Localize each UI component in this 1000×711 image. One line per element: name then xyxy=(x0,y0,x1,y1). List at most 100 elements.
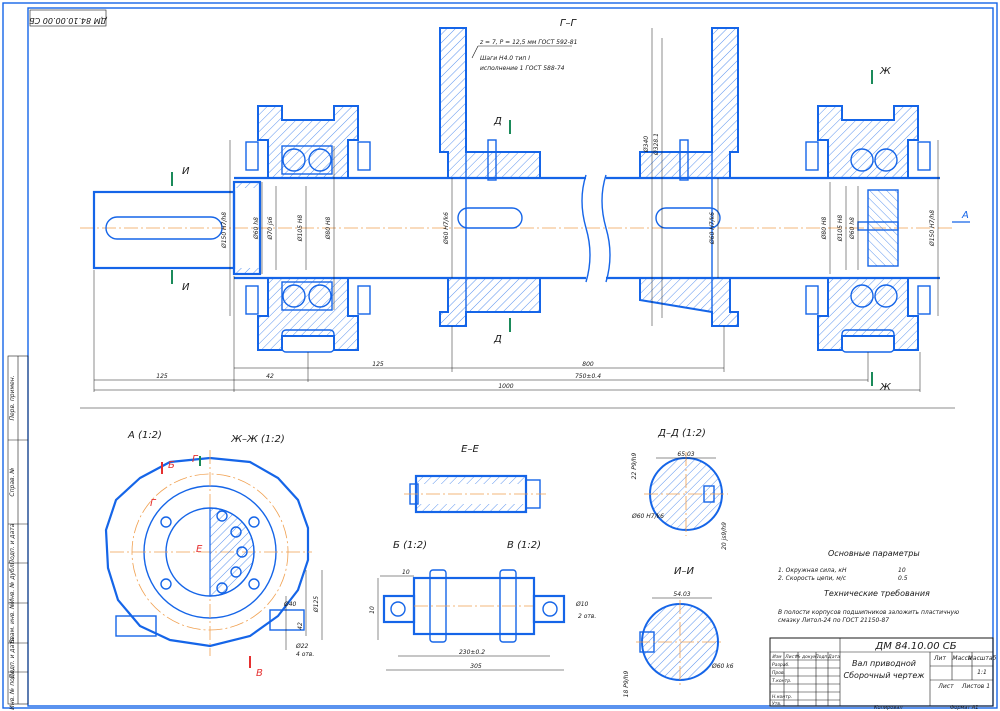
view-dd-title: Д–Д (1:2) xyxy=(657,428,706,439)
keyway-left xyxy=(105,216,223,240)
note-line-2: Шаги Н4.0 тип I xyxy=(480,55,530,62)
view-a-arrow: А xyxy=(961,210,969,221)
spec-p1v: 10 xyxy=(898,567,906,574)
strip-text-4: Инв. № дубл. xyxy=(9,562,16,603)
break-left xyxy=(581,174,591,283)
note-line-3: исполнение 1 ГОСТ 588-74 xyxy=(480,65,565,72)
bv-dim-10a: 10 xyxy=(402,569,410,576)
side-strip: Перв. примен. Справ. № Подп. и дата Инв.… xyxy=(7,355,29,710)
dd-dim-20: 20 js9/h9 xyxy=(721,522,728,550)
tb-col-lit: Лит xyxy=(933,655,946,662)
tb-row-sign: Подп. xyxy=(815,654,829,660)
right-sprocket xyxy=(639,27,739,327)
dim-d-inner: Ø70 js6 xyxy=(267,216,274,240)
cut-zh-top: Ж xyxy=(879,66,892,77)
tb-col-scale: Масштаб xyxy=(968,655,997,662)
main-section-view: Г–Г xyxy=(80,18,970,393)
view-ee-title: Е–Е xyxy=(461,444,479,455)
ii-dim-54: 54.03 xyxy=(673,591,690,598)
tb-prov: Пров. xyxy=(772,670,785,676)
a-dim-125: Ø125 xyxy=(313,596,320,613)
dim-d-right: Ø150 H7/h8 xyxy=(929,210,936,247)
strip-text-2: Справ. № xyxy=(9,467,16,496)
strip-text-1: Перв. примен. xyxy=(9,375,16,420)
dim-d-flange2: Ø328.1 xyxy=(653,133,660,156)
cut-zh-bottom: Ж xyxy=(879,382,892,393)
tb-row-izm: Изм xyxy=(772,654,782,660)
cut-i-top: И xyxy=(182,166,190,177)
tb-razrab: Разраб. xyxy=(772,662,790,668)
dim-len-125: 125 xyxy=(156,373,168,380)
right-housing-top xyxy=(805,105,931,179)
view-ee: Е–Е xyxy=(404,444,546,514)
inner-frame xyxy=(27,7,994,707)
title-block: ДМ 84.10.00 СБ Вал приводной Сборочный ч… xyxy=(769,637,997,707)
cut-d-top: Д xyxy=(493,116,502,127)
view-b-title: Б (1:2) xyxy=(393,540,427,551)
tb-name-2: Сборочный чертеж xyxy=(844,671,926,680)
dd-dim-22: 22 P9/h9 xyxy=(631,453,638,480)
view-v-title: В (1:2) xyxy=(507,540,541,551)
strip-text-3: Подп. и дата xyxy=(9,523,16,564)
a-dim-4holes: 4 отв. xyxy=(296,651,314,658)
dim-d-right-c: Ø60 h8 xyxy=(849,217,856,240)
tb-row-date: Дата xyxy=(827,654,840,660)
ii-dim-60: Ø60 k6 xyxy=(711,663,734,670)
a-dim-40: Ø40 xyxy=(283,601,297,608)
mark-e: Е xyxy=(196,544,203,555)
view-a-title: А (1:2) xyxy=(127,430,162,441)
right-housing-bottom xyxy=(805,277,931,353)
tb-scale: 1:1 xyxy=(977,669,987,676)
dd-dim-60: Ø60 H7/k6 xyxy=(631,513,664,520)
dd-dim-65: 65.03 xyxy=(677,451,694,458)
dim-len-42: 42 xyxy=(266,373,274,380)
bv-dim-d10: Ø10 xyxy=(575,601,589,608)
bv-dim-10b: 10 xyxy=(369,606,376,614)
footer-copy: Копировал xyxy=(874,705,903,711)
mark-v: В xyxy=(256,668,263,679)
left-housing-top xyxy=(245,105,371,179)
tb-utv: Утв. xyxy=(772,701,781,707)
footer-format: Формат А1 xyxy=(950,705,978,711)
a-dim-22: Ø22 xyxy=(295,643,309,650)
tt-line-1: В полости корпусов подшипников заложить … xyxy=(778,609,959,616)
tb-code: ДМ 84.10.00 СБ xyxy=(874,641,956,652)
left-sprocket xyxy=(439,27,541,327)
dim-d-right-inner: Ø80 H8 xyxy=(821,217,828,241)
end-cap xyxy=(867,189,899,267)
break-right xyxy=(601,174,611,283)
bv-dim-2holes: 2 отв. xyxy=(578,613,596,620)
dim-len-800: 800 xyxy=(582,361,594,368)
sprocket-outline xyxy=(104,456,310,648)
note-line-1: z = 7, P = 12,5 мм ГОСТ 592-81 xyxy=(479,39,577,46)
spec-title: Основные параметры xyxy=(828,549,920,558)
cut-marks: И И Д Д Ж Ж А xyxy=(171,66,970,393)
mark-b: Б xyxy=(168,460,175,471)
a-dim-42: 42 xyxy=(297,622,304,630)
dim-d-sleeve: Ø60 h8 xyxy=(253,217,260,240)
strip-text-6: Подп. и дата xyxy=(9,637,16,678)
view-a-zhzh: А (1:2) Ж–Ж (1:2) Б Г Г Е В Ø40 Ø22 4 от… xyxy=(104,430,323,679)
cut-i-bottom: И xyxy=(182,282,190,293)
dim-len-750: 750±0.4 xyxy=(575,373,601,380)
ii-dim-18: 18 P9/h9 xyxy=(623,671,630,698)
stamp-code: ДМ 84.10.00.00 СБ xyxy=(29,16,108,25)
tb-nkontr: Н.контр. xyxy=(772,694,792,700)
left-housing-bottom xyxy=(245,277,371,353)
cut-d-bottom: Д xyxy=(493,334,502,345)
view-dd: Д–Д (1:2) 65.03 Ø60 H7/k6 22 P9/h9 20 js… xyxy=(631,428,728,550)
dim-d-hub2: Ø60 H7/k6 xyxy=(709,212,716,245)
view-ii: И–И 54.03 Ø60 k6 18 P9/h9 xyxy=(623,566,734,697)
keyway-left-hub xyxy=(457,207,523,229)
tt-line-2: смазку Литол-24 по ГОСТ 21150-87 xyxy=(778,617,889,624)
keyway-right-hub xyxy=(655,207,721,229)
strip-text-5: Взам. инв. № xyxy=(9,603,16,644)
tb-tkontr: Т.контр. xyxy=(772,678,792,684)
dim-d-hub: Ø60 H7/k6 xyxy=(443,212,450,245)
view-ii-title: И–И xyxy=(674,566,694,577)
dim-d-left: Ø150 H7/h8 xyxy=(221,212,228,249)
tb-sheets: Листов 1 xyxy=(961,683,990,690)
set-screw-left xyxy=(487,139,497,181)
view-b-v: Б (1:2) В (1:2) 10 10 Ø10 2 отв. 230±0.2… xyxy=(369,540,596,671)
